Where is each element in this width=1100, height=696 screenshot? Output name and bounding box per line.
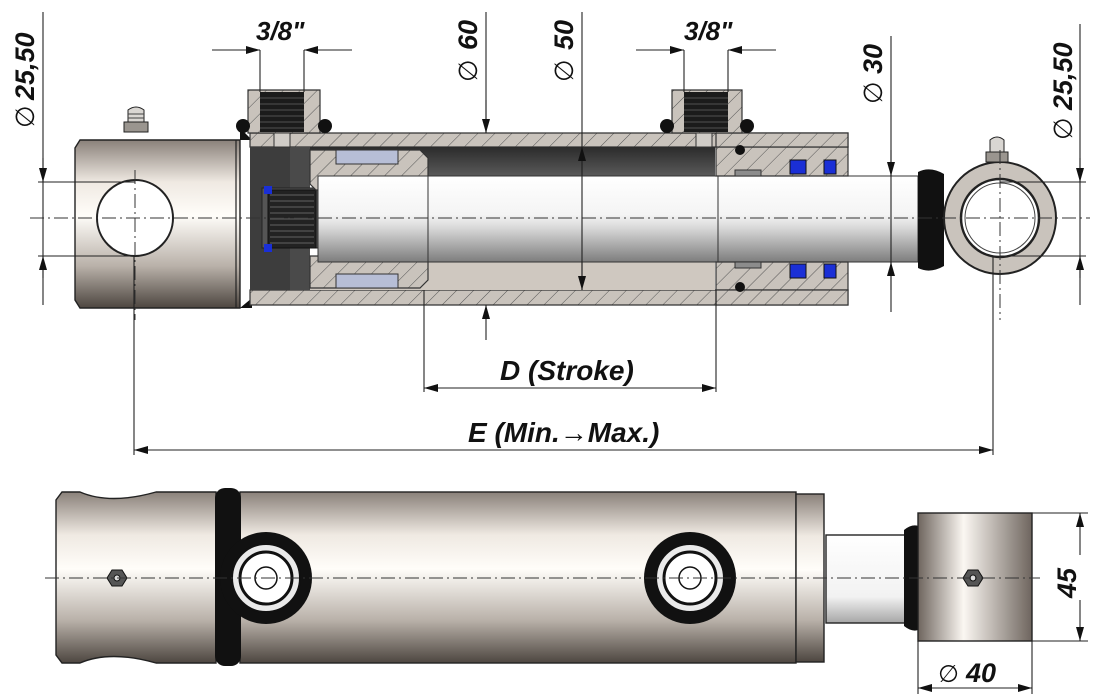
dim-stroke: D (Stroke) <box>500 355 634 386</box>
section-view <box>30 89 1090 320</box>
top-view: 45 ∅ 40 <box>45 488 1088 694</box>
grease-nipple-front-icon <box>985 136 1009 163</box>
cylinder-barrel <box>239 491 797 664</box>
dim-bore-diameter: 50 <box>549 20 579 50</box>
dim-eye-width: 45 <box>1052 567 1082 599</box>
dim-port-left: 3/8" <box>256 16 305 46</box>
diameter-symbol-icon: ∅ <box>454 59 484 82</box>
port-boss-right <box>644 532 736 624</box>
diameter-symbol-icon: ∅ <box>1049 117 1079 140</box>
dim-eye-diameter-left: 25,50 <box>10 32 40 101</box>
port-left <box>236 89 332 148</box>
dim-port-right: 3/8" <box>684 16 733 46</box>
diameter-symbol-icon: ∅ <box>11 105 41 128</box>
port-right <box>660 89 754 148</box>
diameter-symbol-icon: ∅ <box>938 660 959 688</box>
dim-rod-diameter: 30 <box>858 44 888 74</box>
rod-weld <box>918 169 944 271</box>
dim-eye-diameter-right: 25,50 <box>1048 42 1078 111</box>
dim-eye-outer-diameter: 40 <box>965 658 996 688</box>
diameter-symbol-icon: ∅ <box>550 59 580 82</box>
grease-nipple-icon <box>123 106 149 133</box>
gland-head <box>715 132 849 306</box>
diameter-symbol-icon: ∅ <box>859 81 889 104</box>
dim-outer-diameter: 60 <box>453 20 483 50</box>
dimensions: 25,50 ∅ 3/8" 3/8" 60 ∅ 50 ∅ 30 ∅ <box>10 12 1086 455</box>
dim-length: E (Min.→Max.) <box>468 417 659 448</box>
rod-top <box>825 534 907 624</box>
